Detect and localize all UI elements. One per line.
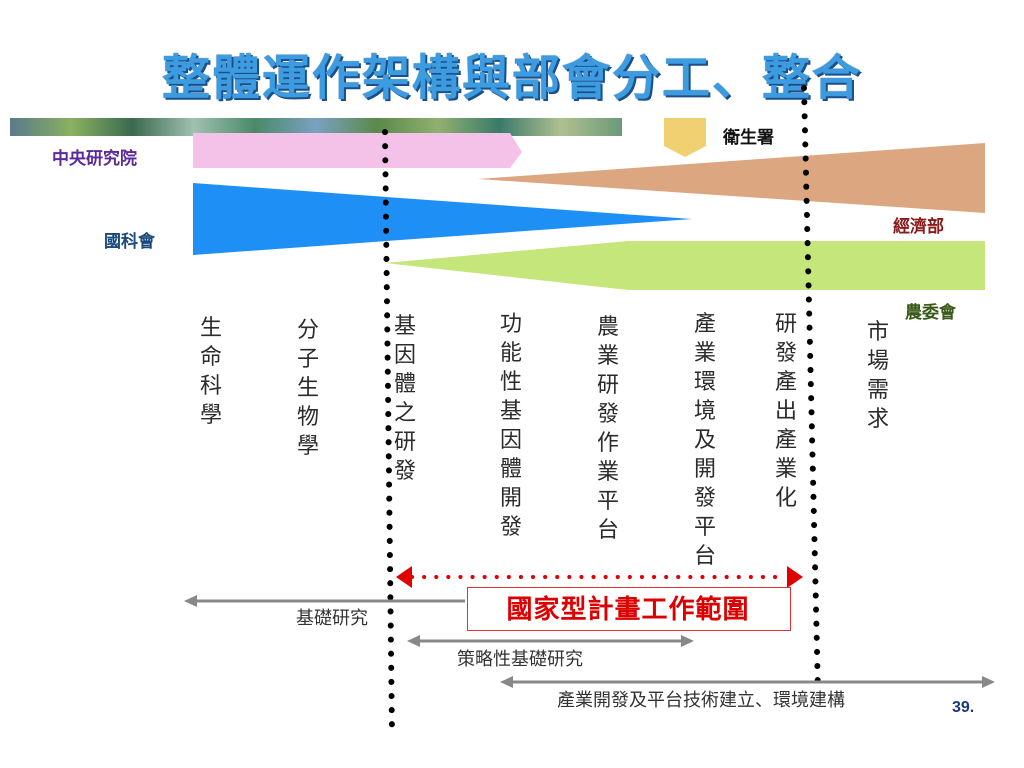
scope-box [467, 587, 791, 631]
label-academia-sinica: 中央研究院 [52, 149, 137, 169]
industry-arrow-right [982, 676, 995, 688]
boundary-line-right [801, 85, 821, 696]
stage-industrialization: 研發產出產業化 [774, 312, 797, 511]
industry-arrow-left [500, 676, 513, 688]
scope-arrow-left [396, 566, 412, 588]
page-title: 整體運作架構與部會分工、整合 [161, 50, 862, 106]
range-basic-research: 基礎研究 [296, 608, 368, 629]
stage-market-demand: 市場需求 [866, 320, 889, 432]
stage-agri-platform: 農業研發作業平台 [596, 315, 619, 543]
label-nsc: 國科會 [104, 232, 155, 252]
boundary-line-left [382, 129, 395, 738]
nsc-band [193, 183, 692, 255]
academia-sinica-band [193, 133, 522, 168]
strategic-arrow-left [407, 635, 420, 647]
label-agriculture: 農委會 [905, 303, 956, 323]
range-industry-development: 產業開發及平台技術建立、環境建構 [557, 690, 845, 711]
stage-life-science: 生命科學 [199, 316, 222, 428]
health-marker [664, 118, 706, 157]
agriculture-band [385, 241, 985, 290]
range-strategic-research: 策略性基礎研究 [457, 649, 583, 670]
scope-arrow-right [787, 566, 803, 588]
label-economic: 經濟部 [893, 217, 944, 237]
stage-genome-rd: 基因體之研發 [393, 314, 416, 484]
stage-functional-genomics: 功能性基因體開發 [499, 312, 522, 540]
strategic-arrow-right [681, 635, 694, 647]
basic-arrow-head [184, 595, 197, 607]
photo-strip [10, 118, 622, 136]
stage-molecular-biology: 分子生物學 [296, 318, 319, 459]
stage-industry-environment: 產業環境及開發平台 [693, 312, 716, 569]
scope-label: 國家型計畫工作範圍 [506, 595, 750, 625]
economic-band [478, 143, 985, 213]
label-health: 衛生署 [723, 128, 774, 148]
page-number: 39. [952, 699, 975, 716]
